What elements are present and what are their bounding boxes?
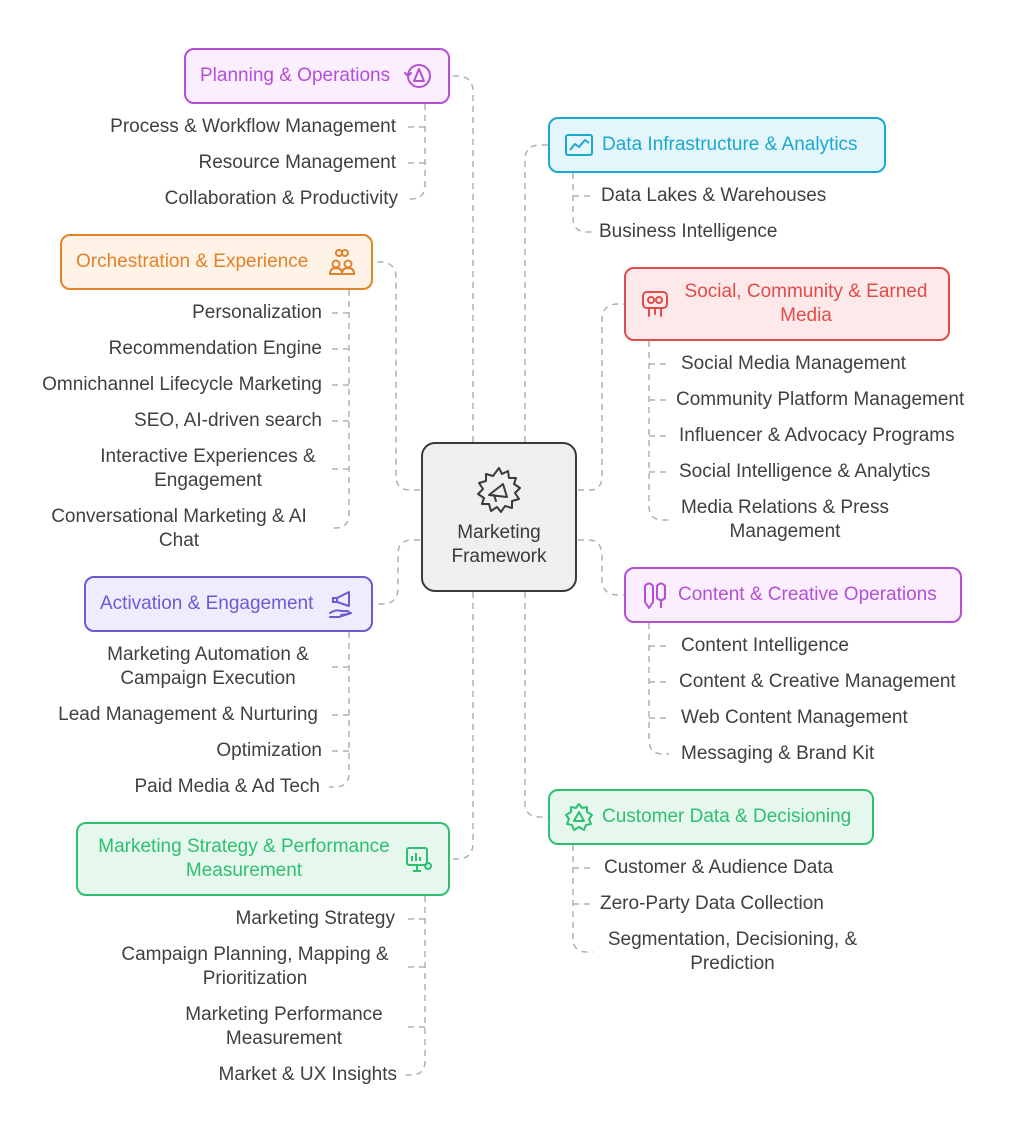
category-title: Orchestration & Experience — [76, 251, 309, 272]
line-chart-icon — [564, 130, 594, 160]
list-item: Conversational Marketing & AI Chat — [51, 506, 307, 551]
list-item: Web Content Management — [681, 707, 908, 728]
category-activation-engagement[interactable]: Activation & Engagement — [84, 576, 373, 632]
category-customer-data[interactable]: Customer Data & Decisioning — [548, 789, 874, 845]
category-planning-operations[interactable]: Planning & Operations — [184, 48, 450, 104]
category-title: Marketing Strategy & Performance Measure… — [98, 836, 390, 881]
list-item: SEO, AI-driven search — [134, 410, 322, 431]
list-item: Community Platform Management — [676, 389, 965, 410]
category-strategy-performance[interactable]: Marketing Strategy & Performance Measure… — [76, 822, 450, 896]
category-title: Content & Creative Operations — [678, 584, 937, 605]
list-item: Customer & Audience Data — [604, 857, 834, 878]
list-item: Marketing Performance Measurement — [185, 1004, 383, 1049]
category-social-community[interactable]: Social, Community & Earned Media — [624, 267, 950, 341]
category-title: Data Infrastructure & Analytics — [602, 134, 858, 155]
list-item: Social Media Management — [681, 353, 906, 374]
list-item: Interactive Experiences & Engagement — [100, 446, 316, 491]
center-node: Marketing Framework — [421, 442, 577, 592]
list-item: Segmentation, Decisioning, & Prediction — [607, 929, 858, 974]
category-title: Planning & Operations — [200, 65, 391, 86]
list-item: Omnichannel Lifecycle Marketing — [42, 374, 322, 395]
megaphone-hand-icon — [327, 589, 357, 619]
planning-compass-icon — [404, 61, 434, 91]
category-data-infrastructure[interactable]: Data Infrastructure & Analytics — [548, 117, 886, 173]
list-item: Influencer & Advocacy Programs — [679, 425, 955, 446]
list-item: Business Intelligence — [599, 221, 778, 242]
category-title: Activation & Engagement — [100, 593, 314, 614]
list-item: Content Intelligence — [681, 635, 849, 656]
list-item: Collaboration & Productivity — [164, 188, 398, 209]
list-item: Messaging & Brand Kit — [681, 743, 875, 764]
list-item: Paid Media & Ad Tech — [134, 776, 320, 797]
list-item: Lead Management & Nurturing — [58, 704, 318, 725]
list-item: Marketing Strategy — [235, 908, 395, 929]
category-title: Social, Community & Earned Media — [684, 281, 928, 326]
list-item: Process & Workflow Management — [110, 116, 396, 137]
list-item: Social Intelligence & Analytics — [679, 461, 931, 482]
list-item: Recommendation Engine — [108, 338, 322, 359]
megaphone-sparkle-icon — [477, 467, 521, 513]
list-item: Content & Creative Management — [679, 671, 956, 692]
category-content-creative[interactable]: Content & Creative Operations — [624, 567, 962, 623]
category-title: Customer Data & Decisioning — [602, 806, 852, 827]
list-item: Market & UX Insights — [218, 1064, 397, 1085]
category-orchestration-experience[interactable]: Orchestration & Experience — [60, 234, 373, 290]
decision-badge-icon — [564, 802, 594, 832]
community-faces-icon — [640, 289, 670, 319]
list-item: Personalization — [192, 302, 322, 323]
center-title: Marketing Framework — [451, 522, 547, 567]
list-item: Zero-Party Data Collection — [600, 893, 824, 914]
list-item: Media Relations & Press Management — [680, 497, 890, 542]
people-orchestration-icon — [327, 247, 357, 277]
chart-board-icon — [404, 844, 434, 874]
list-item: Data Lakes & Warehouses — [601, 185, 827, 206]
list-item: Resource Management — [198, 152, 397, 173]
list-item: Marketing Automation & Campaign Executio… — [107, 644, 309, 689]
list-item: Optimization — [216, 740, 322, 761]
list-item: Campaign Planning, Mapping & Prioritizat… — [121, 944, 389, 989]
pen-tools-icon — [640, 580, 670, 610]
